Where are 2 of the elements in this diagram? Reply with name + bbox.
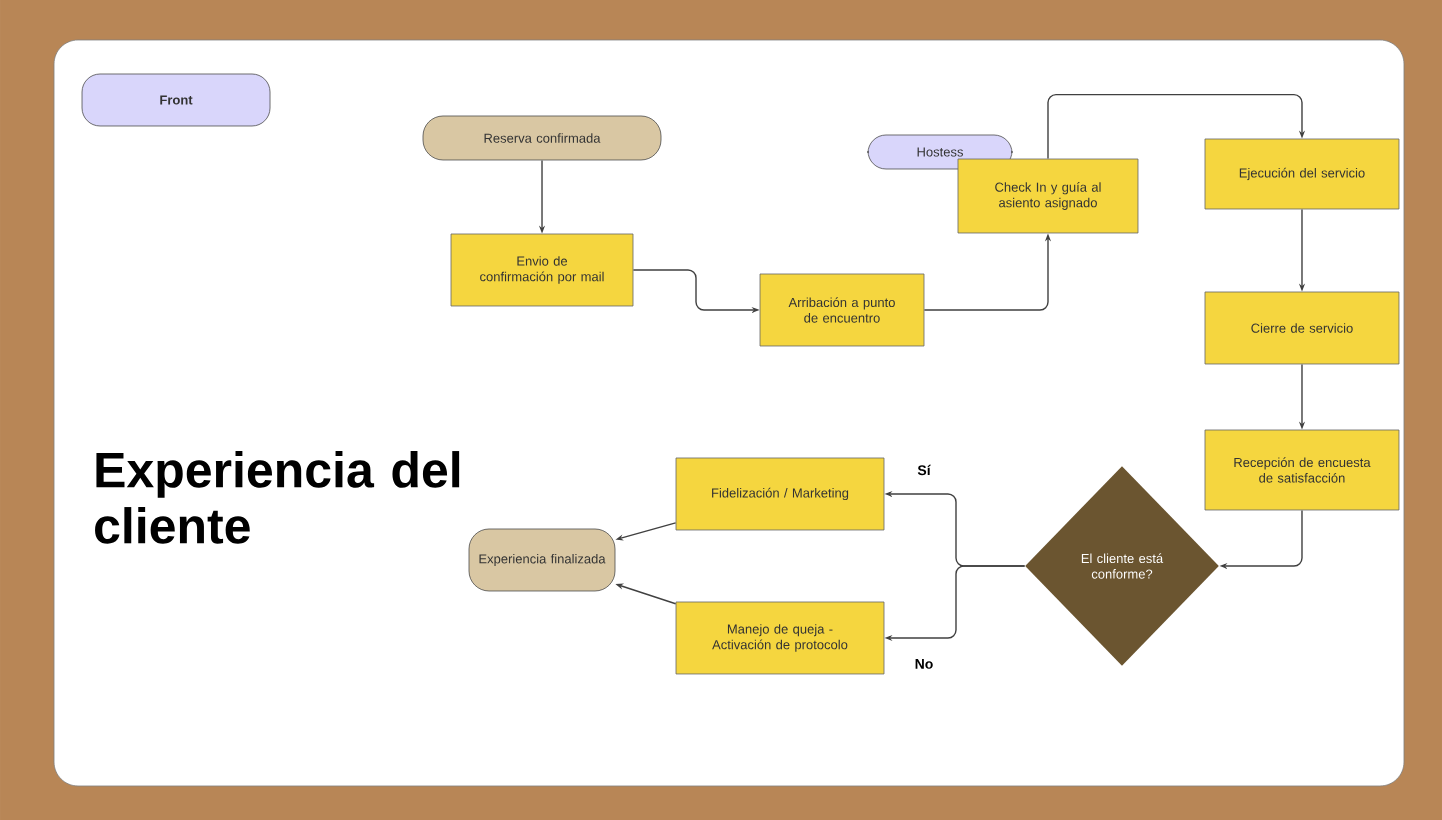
title: Experiencia del cliente: [95, 451, 460, 544]
arrow: [1047, 93, 1306, 160]
